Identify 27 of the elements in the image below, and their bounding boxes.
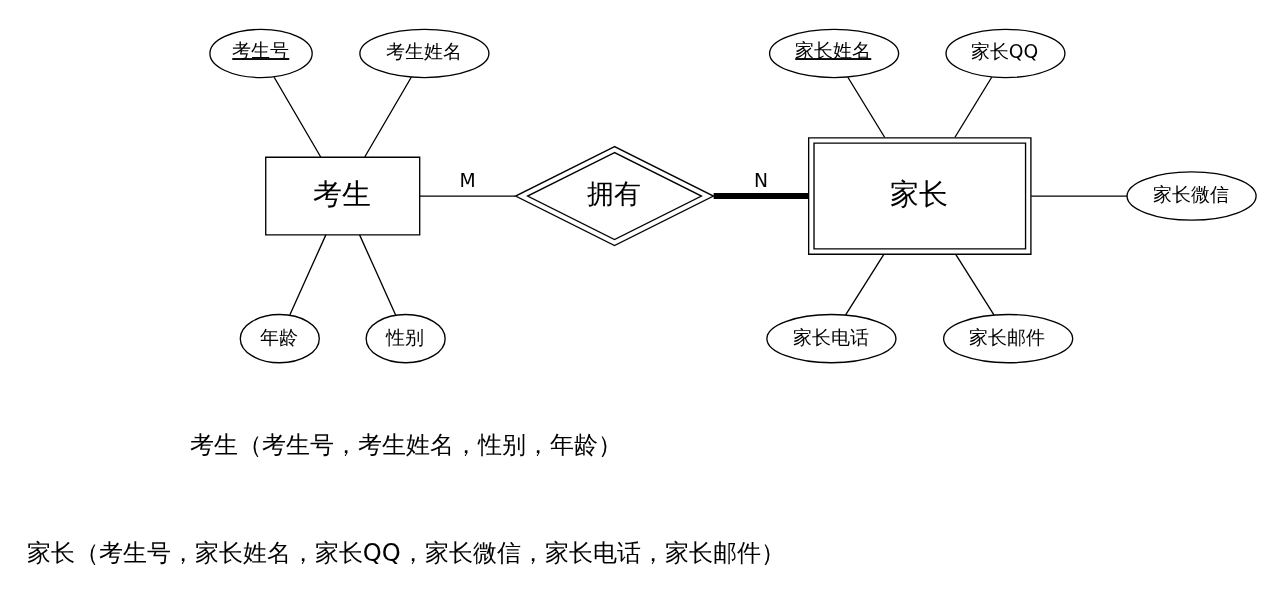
node-ellipse: 家长姓名: [768, 28, 900, 79]
node-box: 家长: [808, 137, 1032, 255]
node-ellipse: 家长邮件: [942, 313, 1074, 364]
edge-label: M: [459, 169, 476, 191]
node-box: 考生: [265, 156, 421, 236]
connector: [847, 76, 886, 138]
node-ellipse: 考生姓名: [359, 28, 490, 79]
node-ellipse: 家长QQ: [945, 28, 1066, 79]
node-ellipse: 性别: [365, 313, 446, 364]
connector: [955, 253, 995, 316]
connector: [1030, 195, 1128, 197]
connector: [289, 234, 327, 316]
node-ellipse: 年龄: [239, 313, 320, 364]
connector: [713, 193, 809, 200]
node-diamond: 拥有: [514, 145, 715, 247]
node-ellipse: 家长电话: [766, 313, 897, 364]
connector: [358, 234, 397, 316]
connector: [273, 76, 322, 158]
connector: [954, 76, 993, 138]
connector: [844, 253, 885, 316]
connector: [364, 76, 412, 158]
node-ellipse: 家长微信: [1126, 171, 1257, 221]
connector: [419, 195, 516, 197]
label: 考生（考生号，考生姓名，性别，年龄）: [189, 430, 622, 459]
node-ellipse: 考生号: [209, 28, 313, 79]
edge-label: N: [754, 169, 769, 191]
label: 家长（考生号，家长姓名，家长QQ，家长微信，家长电话，家长邮件）: [26, 539, 785, 568]
